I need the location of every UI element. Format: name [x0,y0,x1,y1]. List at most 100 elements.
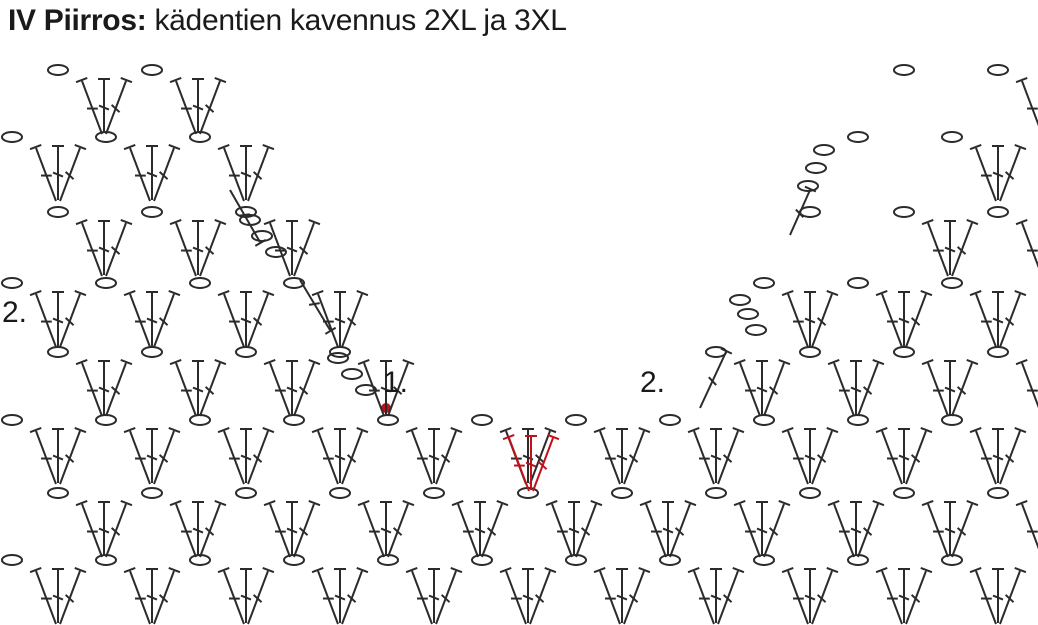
treble-stitch [35,570,57,625]
treble-top-bar [966,500,979,507]
chain-stitch [799,487,821,499]
treble-crossbar [525,461,537,468]
treble-crossbar [910,594,921,603]
treble-crossbar [816,454,827,463]
treble-crossbar [64,317,75,326]
treble-stitch [693,430,715,485]
chain-stitch [239,214,261,226]
treble-stitch [951,362,973,417]
treble-stitch [905,293,927,348]
treble-stitch [387,503,409,558]
treble-stitch [363,362,385,417]
treble-crossbar [308,302,320,306]
treble-top-bar [875,567,888,574]
treble-crossbar [252,317,263,326]
treble-top-bar [827,500,840,507]
treble-crossbar [537,461,548,470]
treble-stitch [857,503,879,558]
treble-top-bar [687,427,700,434]
treble-top-bar [263,219,276,226]
chain-stitch [377,414,399,426]
treble-stitch [59,430,81,485]
treble-top-bar [308,500,321,507]
treble-top-bar [1014,290,1027,297]
treble-top-bar [169,219,182,226]
chain-stitch [941,131,963,143]
treble-crossbar [428,594,440,601]
treble-stitch [129,570,151,625]
treble-stitch [881,430,903,485]
treble-top-bar [1014,427,1027,434]
treble-crossbar [944,386,956,393]
treble-stitch [717,430,739,485]
treble-stitch [787,293,809,348]
treble-stitch [363,503,385,558]
treble-stitch [699,351,727,409]
treble-stitch [435,430,457,485]
treble-stitch [833,503,855,558]
treble-top-bar [921,219,934,226]
treble-stitch [529,430,551,485]
chain-stitch [1,414,23,426]
treble-top-bar [1015,359,1028,366]
treble-top-bar [547,434,560,441]
treble-crossbar [204,246,215,255]
treble-crossbar [1004,317,1015,326]
chain-stitch [235,346,257,358]
treble-top-bar [405,567,418,574]
treble-stitch [739,362,761,417]
treble-top-bar [214,77,227,84]
treble-crossbar [334,317,346,324]
treble-top-bar [123,567,136,574]
treble-stitch [223,293,245,348]
treble-stitch [341,293,363,348]
treble-crossbar [110,104,121,113]
treble-crossbar [474,527,486,534]
treble-top-bar [451,500,464,507]
treble-top-bar [168,567,181,574]
chain-stitch [423,487,445,499]
treble-top-bar [120,77,133,84]
treble-top-bar [168,144,181,151]
chain-stitch [753,414,775,426]
treble-crossbar [146,171,158,178]
treble-top-bar [217,144,230,151]
chain-stitch [1,131,23,143]
treble-top-bar [402,500,415,507]
treble-crossbar [756,527,768,534]
treble-crossbar [768,527,779,536]
chain-stitch [95,414,117,426]
treble-stitch [811,293,833,348]
treble-stitch [81,362,103,417]
treble-crossbar [158,171,169,180]
treble-top-bar [778,500,791,507]
treble-top-bar [74,290,87,297]
treble-crossbar [64,594,75,603]
treble-crossbar [52,171,64,178]
treble-crossbar [992,171,1004,178]
chain-stitch [797,180,819,192]
treble-top-bar [969,427,982,434]
treble-top-bar [74,427,87,434]
treble-stitch [59,147,81,202]
treble-top-bar [496,500,509,507]
treble-top-bar [214,500,227,507]
treble-stitch [811,430,833,485]
treble-stitch [105,80,127,135]
treble-top-bar [872,500,885,507]
treble-stitch [199,80,221,135]
treble-crossbar [192,527,204,534]
treble-crossbar [1004,171,1015,180]
treble-crossbar [708,376,717,386]
treble-stitch [669,503,691,558]
treble-top-bar [1015,219,1028,226]
treble-crossbar [334,454,346,461]
treble-stitch [247,570,269,625]
treble-top-bar [921,500,934,507]
treble-top-bar [217,427,230,434]
treble-stitch [317,430,339,485]
treble-stitch [153,293,175,348]
treble-stitch [623,570,645,625]
chain-stitch [327,352,349,364]
treble-stitch [153,570,175,625]
